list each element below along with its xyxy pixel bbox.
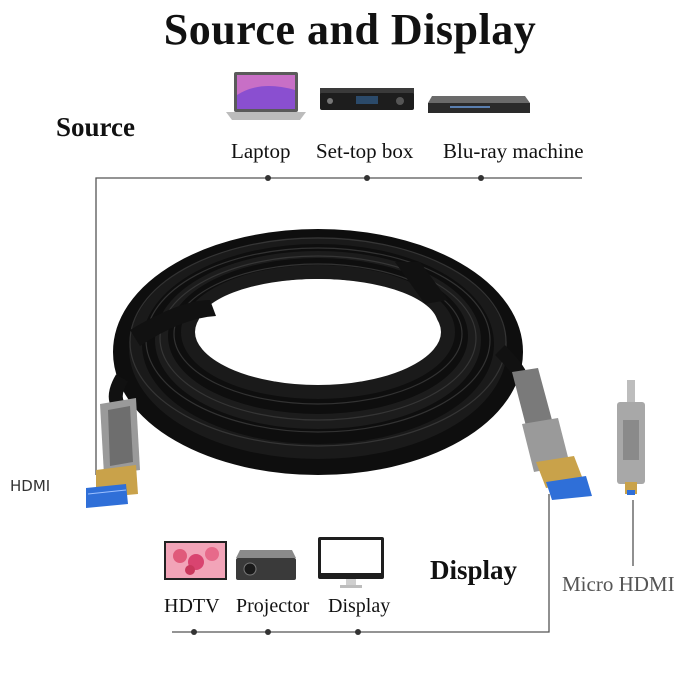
laptop-icon [226, 72, 306, 120]
source-connection-line [95, 177, 582, 475]
bluray-connection-dot [478, 175, 484, 181]
hdmi-connector-left [86, 398, 140, 508]
cable-strap-left [130, 300, 216, 346]
hdtv-connection-dot [191, 629, 197, 635]
hdmi-connector-right [512, 368, 592, 500]
projector-connection-dot [265, 629, 271, 635]
source-heading: Source [56, 112, 135, 142]
display-connection-dot [355, 629, 361, 635]
page-title: Source and Display [163, 5, 537, 54]
hdmi-label: HDMI [10, 477, 51, 495]
display-device-projector-label: Projector [236, 595, 310, 617]
micro-hdmi-label: Micro HDMI [562, 572, 675, 596]
micro-hdmi-connector [617, 380, 645, 495]
display-device-hdtv-label: HDTV [164, 595, 220, 617]
display-heading: Display [430, 555, 518, 585]
source-device-settop-label: Set-top box [316, 139, 414, 163]
settop-connection-dot [364, 175, 370, 181]
blu-ray-icon [428, 96, 530, 113]
source-device-bluray-label: Blu-ray machine [443, 139, 584, 163]
cable-strap-right [395, 262, 448, 304]
display-device-display-label: Display [328, 595, 391, 617]
display-connection-line [172, 494, 634, 633]
set-top-box-icon [320, 88, 414, 110]
laptop-connection-dot [265, 175, 271, 181]
projector-icon [236, 550, 296, 580]
monitor-icon [318, 537, 384, 588]
source-device-laptop-label: Laptop [231, 139, 291, 163]
hdtv-icon [164, 541, 227, 580]
